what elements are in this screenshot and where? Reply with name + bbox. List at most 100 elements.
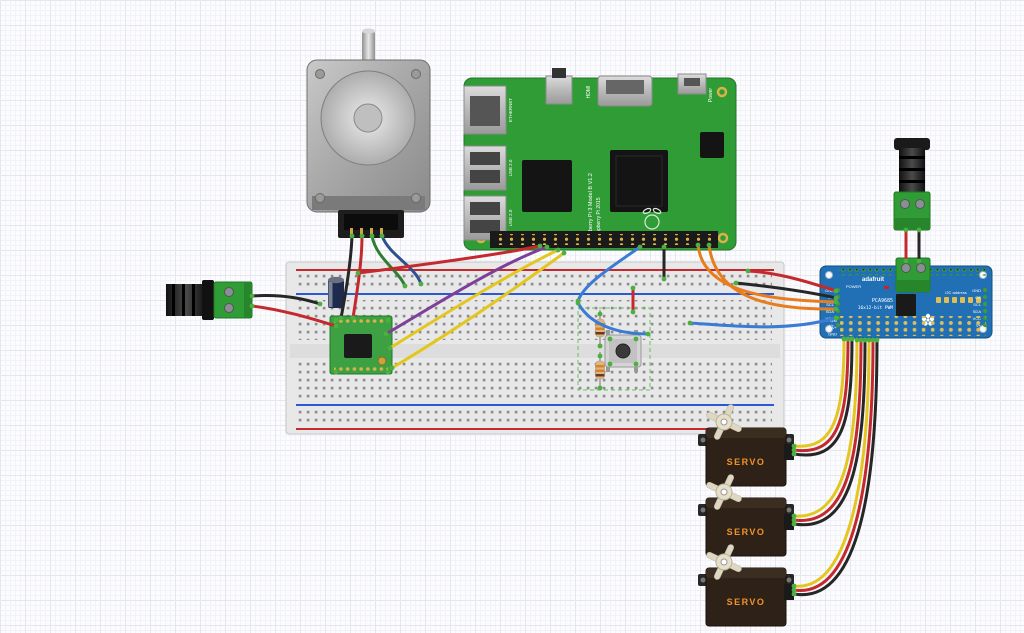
connection-dot xyxy=(733,280,739,286)
pi-audio-barrel xyxy=(552,68,566,78)
connection-dot xyxy=(862,337,868,343)
connection-dot xyxy=(833,299,839,305)
pi-board-text: Raspberry Pi 3 Model B V1.2 xyxy=(588,173,594,244)
capacitor-top xyxy=(328,276,344,284)
connection-dot xyxy=(695,242,701,248)
connection-dot xyxy=(841,336,847,342)
step-wire-purple[interactable] xyxy=(384,245,549,336)
dc-jack-right[interactable] xyxy=(893,138,931,231)
supply-red-left[interactable] xyxy=(250,304,338,328)
pi-power-red[interactable] xyxy=(356,244,542,275)
pwm-brand-text: adafruit xyxy=(862,277,884,283)
driver-potentiometer xyxy=(377,356,387,366)
connection-dot xyxy=(379,233,385,239)
pi-silkscreen-text: Raspberry Pi 3 Model B V1.2 © Raspberry … xyxy=(588,173,602,244)
stepper-wire-red[interactable] xyxy=(351,234,364,320)
enable-wire-yellow[interactable] xyxy=(390,251,566,370)
servo3-red[interactable] xyxy=(792,338,875,592)
connection-dot xyxy=(791,521,797,527)
connection-dot xyxy=(597,311,603,317)
pwm-power-label: POWER xyxy=(846,284,861,289)
connection-dot xyxy=(833,306,839,312)
barrel-ridge xyxy=(899,180,925,183)
stepper-wire-blue[interactable] xyxy=(380,234,423,286)
pi-ethernet-label: ETHERNET xyxy=(508,98,513,123)
raspberry-pi[interactable]: ETHERNET USB 2.0 USB 2.0 HDMI Power xyxy=(463,68,737,251)
dir-wire-yellow[interactable] xyxy=(388,248,560,350)
breadboard-rail-blue-top xyxy=(296,293,774,295)
connection-dot xyxy=(369,233,375,239)
pwm-driver[interactable]: adafruit POWER PCA9685 16x12-bit PWM I2C… xyxy=(819,257,993,339)
pi-usb-slot xyxy=(470,152,500,165)
connection-dot xyxy=(645,331,651,337)
terminal-face xyxy=(244,282,252,318)
connection-dot xyxy=(791,587,797,593)
pi-hdmi-label: HDMI xyxy=(586,86,592,99)
servo2-yellow[interactable] xyxy=(792,338,859,518)
i2c-jumper-pad xyxy=(968,297,973,303)
stepper-driver[interactable] xyxy=(329,315,393,375)
connection-dot xyxy=(418,281,424,287)
servo2-red[interactable] xyxy=(792,338,863,522)
barrel-ridge xyxy=(899,168,925,171)
stepper-motor[interactable] xyxy=(306,28,431,239)
connection-dot xyxy=(597,385,603,391)
connection-dot xyxy=(633,361,639,367)
pwm-vplus-red[interactable] xyxy=(746,269,838,293)
button-leg xyxy=(606,330,610,338)
connection-dot xyxy=(630,285,636,291)
pi-soc-chip xyxy=(522,160,572,212)
connection-dot xyxy=(355,270,361,276)
stepper-wire-green[interactable] xyxy=(370,234,407,288)
button-blue-1[interactable] xyxy=(576,245,642,303)
pin-label: OE xyxy=(975,295,981,300)
pi-copyright-text: © Raspberry Pi 2015 xyxy=(595,197,602,244)
electrolytic-capacitor[interactable] xyxy=(328,276,344,308)
pi-audio-jack xyxy=(545,75,573,105)
pwm-ground-black[interactable] xyxy=(734,281,838,300)
driver-chip xyxy=(344,334,372,358)
connection-dot xyxy=(833,288,839,294)
pwm-chip-line1: PCA9685 xyxy=(872,298,893,304)
selection-outline xyxy=(577,307,651,391)
servo1-yellow[interactable] xyxy=(792,337,846,448)
capacitor-stripe xyxy=(328,282,333,307)
motor-connector-pin xyxy=(380,228,383,236)
barrel-ridge xyxy=(192,284,195,316)
pushbutton[interactable] xyxy=(604,330,642,372)
pin-label: GND xyxy=(825,288,834,293)
servo3-black[interactable] xyxy=(792,338,879,597)
button-blue-2[interactable] xyxy=(576,301,650,336)
motor-shaft-top xyxy=(362,28,375,34)
motor-shaft-collar xyxy=(353,103,383,133)
servo1-black[interactable] xyxy=(792,337,854,457)
connection-dot xyxy=(833,315,839,321)
pi-usb-slot xyxy=(470,220,500,233)
supply-black-left[interactable] xyxy=(250,294,322,306)
pin-label: V+ xyxy=(829,323,835,328)
servo2-black[interactable] xyxy=(792,338,867,527)
i2c-orange-1[interactable] xyxy=(696,243,838,304)
barrel-flange xyxy=(202,280,214,320)
barrel-ridge xyxy=(172,284,175,316)
servo1-red[interactable] xyxy=(792,337,850,453)
pwm-signal-blue[interactable] xyxy=(688,316,838,329)
connection-dot xyxy=(633,336,639,342)
connection-dot xyxy=(687,320,693,326)
connection-dot xyxy=(317,301,323,307)
i2c-jumper-pad xyxy=(944,297,949,303)
connection-dot xyxy=(661,276,667,282)
breadboard-rail-blue-bottom xyxy=(296,404,774,406)
stepper-wire-black[interactable] xyxy=(339,234,354,320)
dc-jack-left[interactable] xyxy=(166,280,253,320)
connection-dot xyxy=(903,258,909,264)
i2c-orange-2[interactable] xyxy=(707,243,838,311)
pin-label: SDA xyxy=(826,309,835,314)
pi-mount-hole xyxy=(717,232,729,244)
connection-dot xyxy=(575,300,581,306)
connection-dot xyxy=(858,337,864,343)
connection-dot xyxy=(350,315,356,321)
servo3-yellow[interactable] xyxy=(792,338,871,588)
pi-usb-label: USB 2.0 xyxy=(508,209,513,226)
